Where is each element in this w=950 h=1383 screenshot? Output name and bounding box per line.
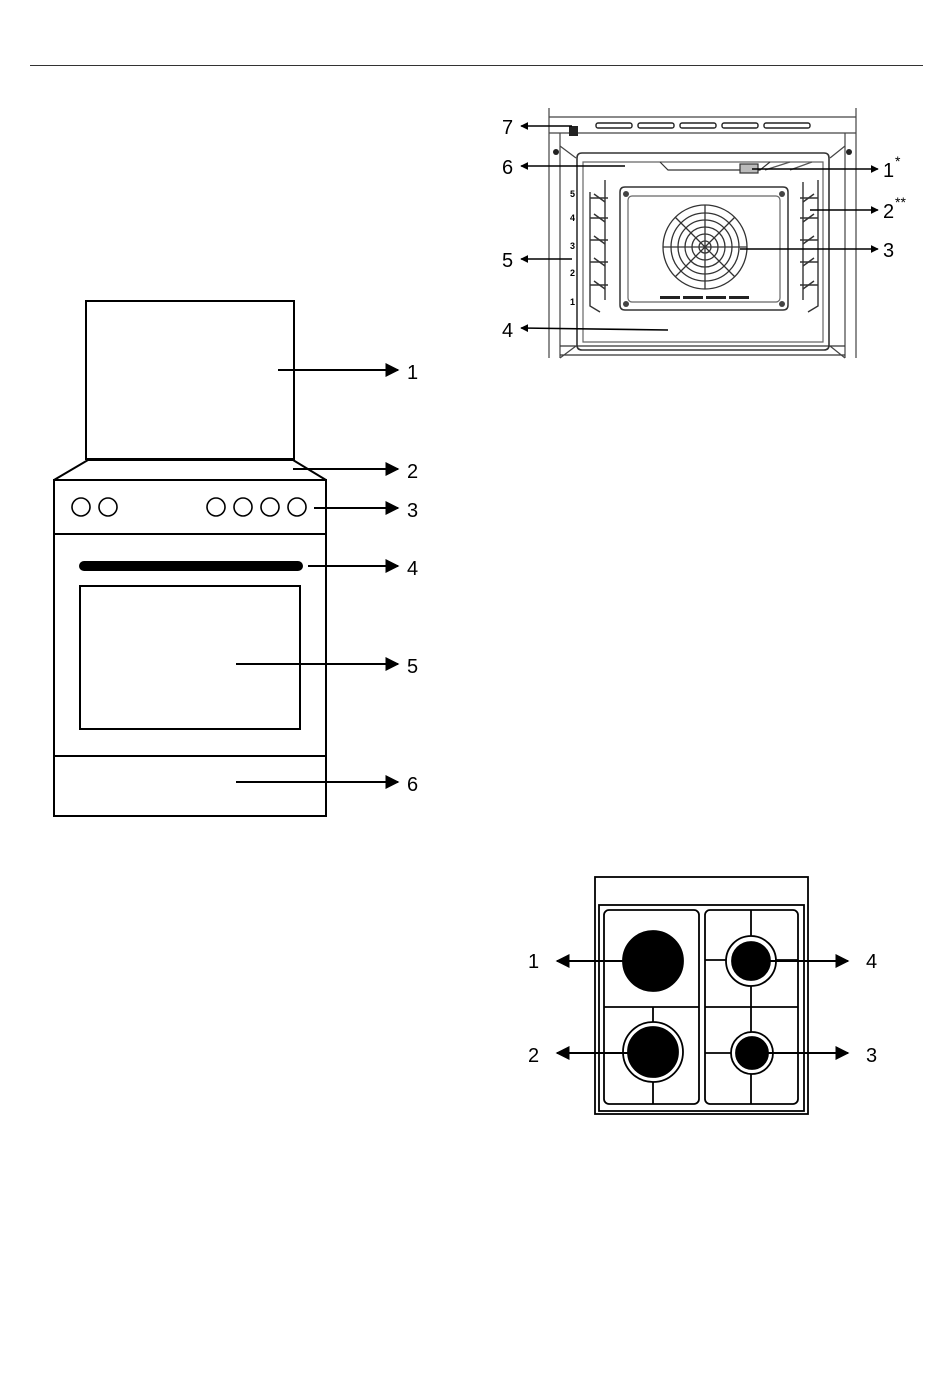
oven-label-1: 1: [883, 160, 894, 182]
hob-diagram: [595, 877, 808, 1114]
cooker-label-5: 5: [407, 656, 418, 678]
rack-level-3: 3: [570, 241, 575, 251]
hob-outer-frame: [595, 877, 808, 1114]
vent-slots: [596, 123, 810, 128]
hob-inner-frame: [599, 905, 804, 1111]
cooker-lid: [86, 301, 294, 459]
oven-label-6: 6: [502, 157, 513, 179]
hob-label-4: 4: [866, 951, 877, 973]
oven-door-window: [80, 586, 300, 729]
oven-callout-labels: 7 6 1 * 2 ** 3 5 4: [502, 117, 906, 342]
hob-label-2: 2: [528, 1045, 539, 1067]
knob-icon: [99, 498, 117, 516]
oven-label-2-footnote: **: [895, 194, 906, 210]
left-shelf-support: [590, 180, 608, 312]
rack-level-2: 2: [570, 268, 575, 278]
hob-callout-labels: 1 2 3 4: [528, 951, 877, 1067]
cooker-label-3: 3: [407, 500, 418, 522]
oven-label-7: 7: [502, 117, 513, 139]
rack-level-1: 1: [570, 297, 575, 307]
rack-level-5: 5: [570, 189, 575, 199]
cooker-hob-edge: [54, 460, 326, 480]
oven-label-4: 4: [502, 320, 513, 342]
cooling-fan-icon: [569, 126, 578, 136]
oven-label-5: 5: [502, 250, 513, 272]
rack-level-4: 4: [570, 213, 575, 223]
cooker-body: [54, 480, 326, 816]
right-shelf-support: [800, 180, 818, 312]
cooker-label-6: 6: [407, 774, 418, 796]
knob-icon: [234, 498, 252, 516]
cooker-label-4: 4: [407, 558, 418, 580]
cooker-label-2: 2: [407, 461, 418, 483]
rack-level-numbers: 5 4 3 2 1: [570, 189, 575, 307]
hob-label-1: 1: [528, 951, 539, 973]
oven-interior-diagram: [549, 108, 856, 358]
cooker-callouts: [236, 370, 398, 782]
bottom-vents: [660, 296, 749, 299]
knob-icon: [207, 498, 225, 516]
knob-icon: [288, 498, 306, 516]
knob-icon: [72, 498, 90, 516]
oven-door-handle: [80, 562, 302, 570]
control-knobs: [72, 498, 306, 516]
cooker-callout-labels: 1 2 3 4 5 6: [407, 362, 418, 796]
knob-icon: [261, 498, 279, 516]
cooker-front-diagram: [54, 301, 326, 816]
fan-guard-icon: [663, 205, 747, 289]
oven-cavity: [577, 153, 829, 350]
cooker-label-1: 1: [407, 362, 418, 384]
hob-label-3: 3: [866, 1045, 877, 1067]
oven-label-1-footnote: *: [895, 153, 901, 169]
oven-label-3: 3: [883, 240, 894, 262]
oven-label-2: 2: [883, 201, 894, 223]
